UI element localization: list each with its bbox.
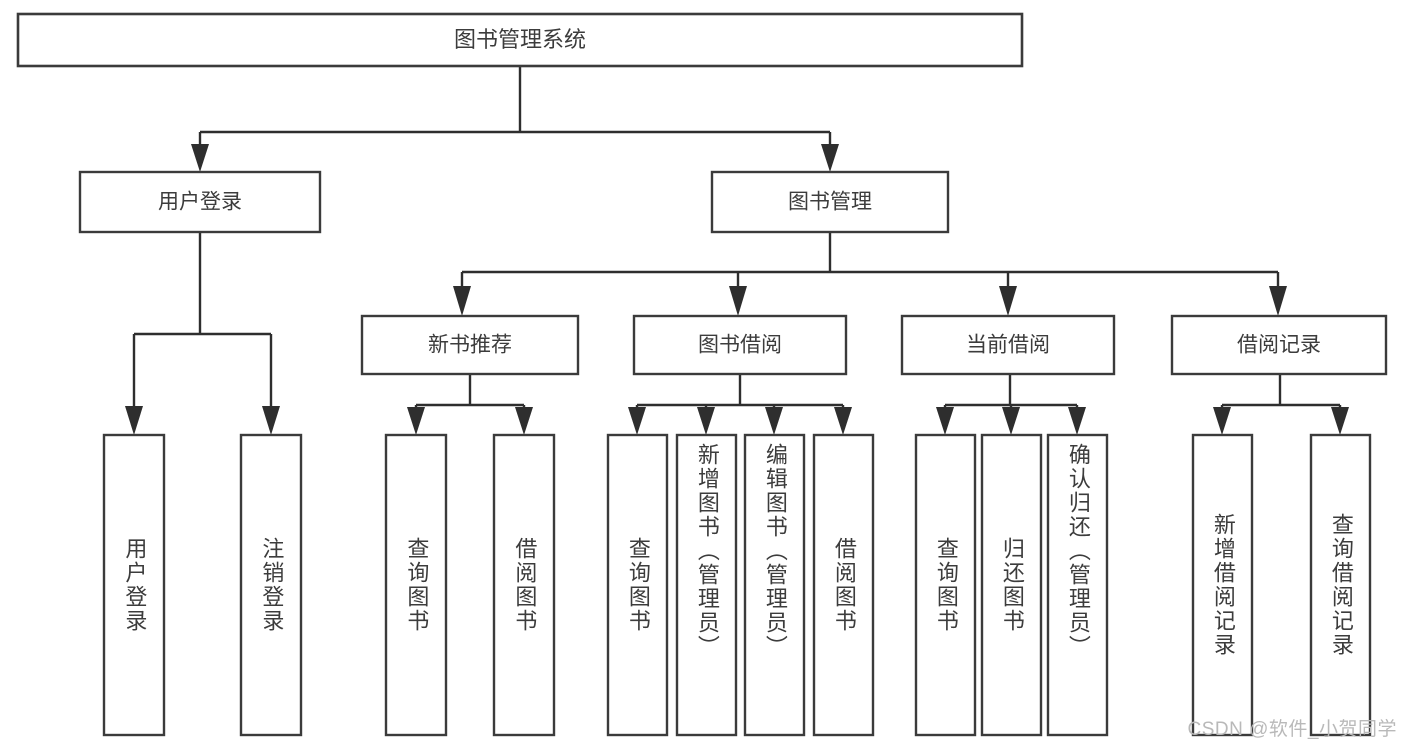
arrow-head-leaf-current-borrow-1 [936, 407, 954, 435]
node-current-borrow-box[interactable] [900, 314, 1116, 376]
leaf-box-user-login-2[interactable] [239, 433, 303, 737]
arrow-head-leaf-new-book-2 [515, 407, 533, 435]
leaf-box-current-borrow-1[interactable] [914, 433, 977, 737]
connector-group-borrow-records [1213, 374, 1349, 435]
arrow-head-leaf-borrow-records-1 [1213, 407, 1231, 435]
leaf-box-borrow-records-2[interactable] [1309, 433, 1372, 737]
arrow-head-leaf-new-book-1 [407, 407, 425, 435]
connector-group-new-book-recommend [407, 374, 533, 435]
leaf-group-borrow-records [1191, 433, 1372, 737]
node-root[interactable]: 图书管理系统 [16, 12, 1024, 68]
leaf-group-current-borrow [914, 433, 1109, 737]
watermark-text: CSDN @软件_小贺同学 [1187, 719, 1397, 740]
arrow-head-leaf-user-login-2 [262, 406, 280, 435]
leaf-group-book-borrow [606, 433, 875, 737]
node-current-borrow-label: 当前借阅 [966, 334, 1050, 357]
leaf-box-new-book-2[interactable] [492, 433, 556, 737]
arrow-head-user-login [191, 144, 209, 172]
leaf-box-current-borrow-3[interactable] [1046, 433, 1109, 737]
connector-group-current-borrow [936, 374, 1086, 435]
leaf-box-book-borrow-4[interactable] [812, 433, 875, 737]
arrow-head-book-mgmt [821, 144, 839, 172]
node-book-mgmt-box[interactable] [710, 170, 950, 234]
node-borrow-records-box[interactable] [1170, 314, 1388, 376]
arrow-head-leaf-user-login-1 [125, 406, 143, 435]
connector-group-book-borrow [628, 374, 852, 435]
arrow-head-leaf-current-borrow-2 [1002, 407, 1020, 435]
arrow-head-leaf-book-borrow-3 [765, 407, 783, 435]
leaf-box-user-login-1[interactable] [102, 433, 166, 737]
node-root-box[interactable] [16, 12, 1024, 68]
arrow-head-leaf-borrow-records-2 [1331, 407, 1349, 435]
node-book-borrow-label: 图书借阅 [698, 334, 782, 357]
leaf-box-book-borrow-1[interactable] [606, 433, 669, 737]
node-book-mgmt[interactable]: 图书管理 [710, 170, 950, 234]
node-book-borrow-box[interactable] [632, 314, 848, 376]
arrow-head-leaf-book-borrow-4 [834, 407, 852, 435]
leaf-box-book-borrow-3[interactable] [743, 433, 806, 737]
connector-group-root [191, 66, 839, 172]
connector-group-book-mgmt [453, 232, 1287, 316]
connector-group-user-login [125, 232, 280, 435]
leaf-box-book-borrow-2[interactable] [675, 433, 738, 737]
leaf-box-borrow-records-1[interactable] [1191, 433, 1254, 737]
leaf-box-current-borrow-2[interactable] [980, 433, 1043, 737]
node-new-book-recommend-label: 新书推荐 [428, 334, 512, 357]
arrow-head-leaf-current-borrow-3 [1068, 407, 1086, 435]
leaf-group-user-login [102, 433, 303, 737]
node-book-borrow[interactable]: 图书借阅 [632, 314, 848, 376]
node-book-mgmt-label: 图书管理 [788, 191, 872, 214]
node-new-book-recommend-box[interactable] [360, 314, 580, 376]
leaf-group-new-book-recommend [384, 433, 556, 737]
arrow-head-new-book-recommend [453, 286, 471, 316]
arrow-head-leaf-book-borrow-1 [628, 407, 646, 435]
arrow-head-borrow-records [1269, 286, 1287, 316]
node-new-book-recommend[interactable]: 新书推荐 [360, 314, 580, 376]
node-user-login[interactable]: 用户登录 [78, 170, 322, 234]
arrow-head-book-borrow [729, 286, 747, 316]
node-borrow-records-label: 借阅记录 [1237, 334, 1321, 357]
arrow-head-leaf-book-borrow-2 [697, 407, 715, 435]
node-user-login-label: 用户登录 [158, 191, 242, 214]
node-borrow-records[interactable]: 借阅记录 [1170, 314, 1388, 376]
arrow-head-current-borrow [999, 286, 1017, 316]
node-user-login-box[interactable] [78, 170, 322, 234]
node-current-borrow[interactable]: 当前借阅 [900, 314, 1116, 376]
node-root-label: 图书管理系统 [454, 27, 586, 52]
leaf-box-new-book-1[interactable] [384, 433, 448, 737]
